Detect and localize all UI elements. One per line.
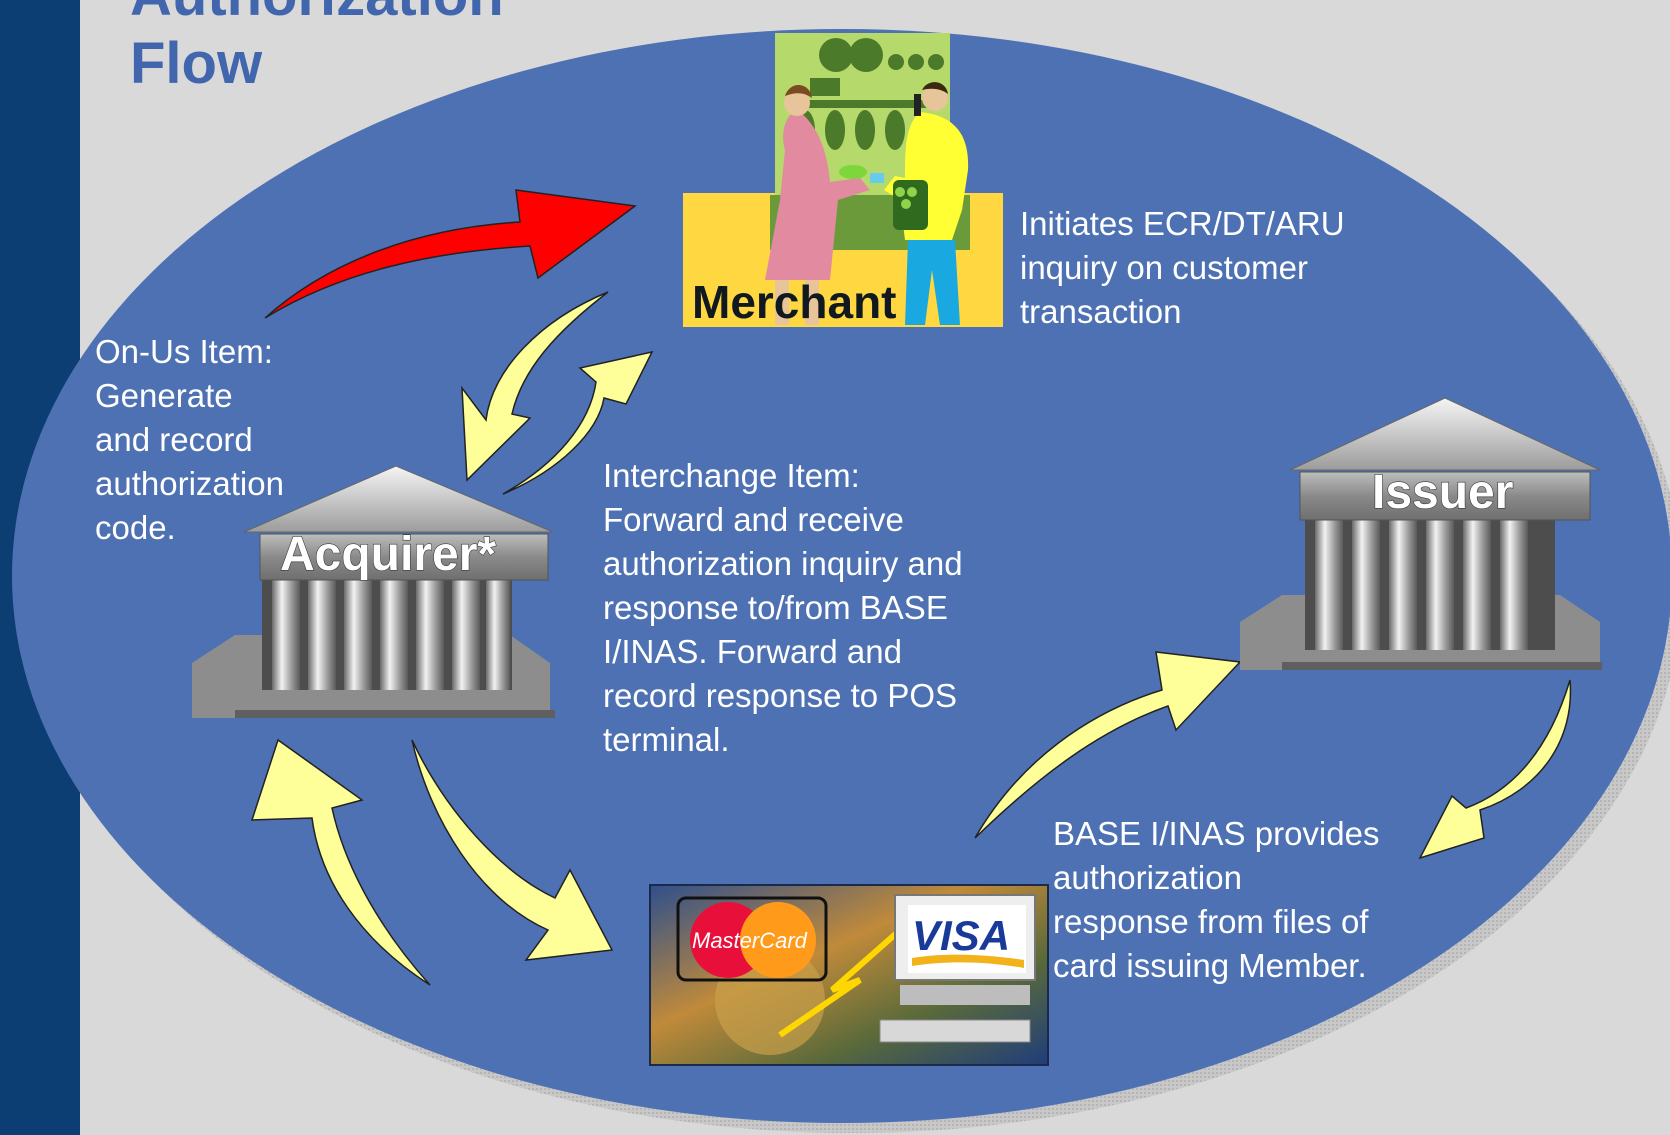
- acquirer-to-network-arrow: [411, 739, 614, 961]
- on-us-note-line: Generate: [95, 377, 233, 414]
- on-us-note: On-Us Item: Generate and record authoriz…: [95, 330, 284, 550]
- payment-networks-image: MasterCard VISA: [649, 884, 1049, 1066]
- issuer-to-network-arrow: [1418, 679, 1572, 860]
- slide-title: Authorization Flow: [130, 0, 504, 98]
- base-inas-note-line: response from files of: [1053, 903, 1369, 940]
- background-ellipse: [12, 29, 1670, 1123]
- merchant-note-line: inquiry on customer: [1020, 249, 1308, 286]
- base-inas-note-line: authorization: [1053, 859, 1242, 896]
- merchant-label: Merchant: [692, 276, 896, 328]
- base-inas-note-line: BASE I/INAS provides: [1053, 815, 1380, 852]
- visa-logo: VISA: [912, 912, 1010, 959]
- title-line-1: Authorization: [130, 0, 504, 30]
- interchange-note-line: response to/from BASE: [603, 589, 948, 626]
- interchange-note: Interchange Item: Forward and receive au…: [603, 454, 963, 762]
- merchant-note-line: Initiates ECR/DT/ARU: [1020, 205, 1345, 242]
- interchange-note-line: record response to POS: [603, 677, 958, 714]
- merchant-to-acquirer-arrow: [461, 291, 609, 482]
- base-inas-note: BASE I/INAS provides authorization respo…: [1053, 812, 1379, 988]
- interchange-note-line: Forward and receive: [603, 501, 904, 538]
- issuer-label: Issuer: [1372, 466, 1513, 519]
- merchant-note-line: transaction: [1020, 293, 1182, 330]
- merchant-note: Initiates ECR/DT/ARU inquiry on customer…: [1020, 202, 1345, 334]
- acquirer-label: Acquirer*: [280, 528, 496, 581]
- mastercard-label: MasterCard: [692, 928, 808, 953]
- on-us-note-line: code.: [95, 509, 176, 546]
- interchange-note-line: authorization inquiry and: [603, 545, 963, 582]
- base-inas-note-line: card issuing Member.: [1053, 947, 1367, 984]
- mastercard-orange-circle: [740, 902, 816, 978]
- on-us-arrow: [264, 189, 637, 319]
- merchant-illustration: Merchant: [683, 33, 1003, 328]
- on-us-note-line: and record: [95, 421, 253, 458]
- issuer-building: Issuer: [1240, 397, 1602, 670]
- acquirer-to-merchant-arrow: [502, 350, 654, 495]
- interchange-note-line: Interchange Item:: [603, 457, 860, 494]
- network-to-acquirer-arrow: [250, 738, 431, 986]
- acquirer-building: Acquirer*: [192, 465, 555, 718]
- on-us-note-line: authorization: [95, 465, 284, 502]
- interchange-note-line: I/INAS. Forward and: [603, 633, 902, 670]
- on-us-note-line: On-Us Item:: [95, 333, 273, 370]
- interchange-note-line: terminal.: [603, 721, 730, 758]
- title-line-2: Flow: [130, 31, 263, 96]
